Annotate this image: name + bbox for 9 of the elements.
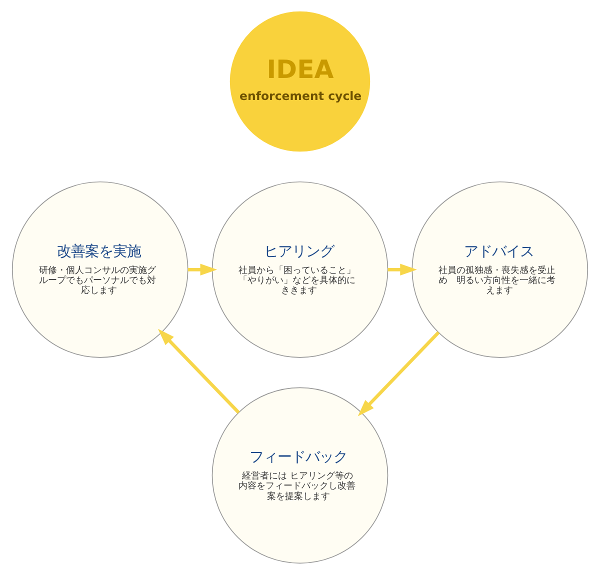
node-circle: ヒアリング 社員から「困っていること」「やりがい」などを具体的にききます [212,181,388,358]
node-circle: IDEA enforcement cycle [230,11,370,152]
node-circle: アドバイス 社員の孤独感・喪失感を受止め 明るい方向性を一緒に考えます [412,181,588,358]
arrow [158,328,240,414]
arrow [388,264,417,276]
node-circle: 改善案を実施 研修・個人コンサルの実施グループでもパーソナルでも対応します [12,181,188,358]
arrow [358,331,440,416]
arrow [188,264,218,276]
node-circle: フィードバック 経営者には ヒアリング等の内容をフィードバックし改善案を提案します [212,387,388,564]
